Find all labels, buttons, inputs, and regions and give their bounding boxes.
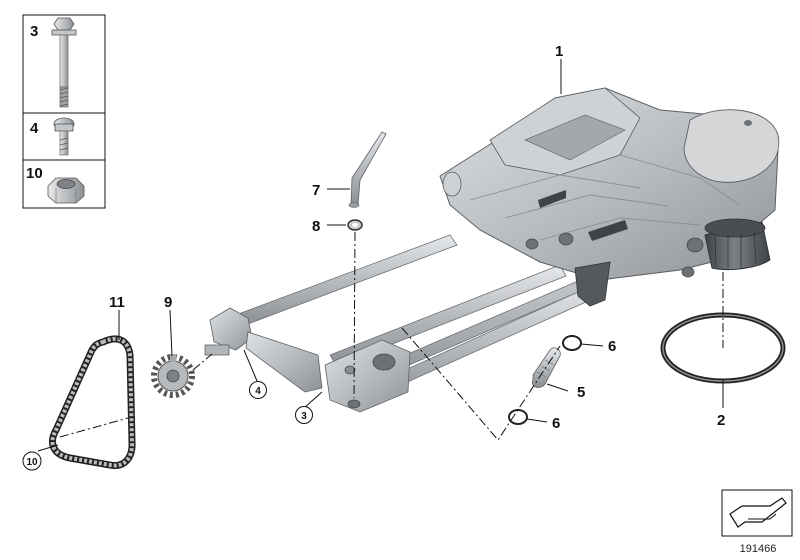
sealing-washer — [347, 219, 363, 231]
filter-housing — [704, 218, 771, 271]
callout-10-circle — [22, 451, 42, 471]
sprocket — [151, 354, 195, 398]
callout-labels: 1 2 3 4 5 6 6 7 8 9 10 11 — [22, 43, 725, 471]
parts-legend: 3 4 10 — [22, 14, 106, 209]
small-o-ring-upper — [562, 335, 582, 351]
direction-arrow-icon — [729, 497, 787, 528]
callout-9: 9 — [164, 294, 172, 311]
callout-4: 4 — [255, 386, 261, 397]
callout-2: 2 — [717, 412, 725, 429]
reference-number: 191466 — [740, 543, 777, 555]
callout-leaders — [37, 59, 724, 452]
legend-number-10: 10 — [26, 165, 43, 182]
timing-chain — [49, 335, 136, 470]
reference-box: 191466 — [721, 489, 793, 555]
callout-1: 1 — [555, 43, 563, 60]
callout-7: 7 — [312, 182, 320, 199]
legend-number-4: 4 — [30, 120, 39, 137]
small-o-ring-lower — [508, 409, 528, 425]
callout-8: 8 — [312, 218, 320, 235]
oil-pump-housing — [439, 87, 780, 307]
hex-nut-icon — [47, 177, 85, 204]
callout-10: 10 — [26, 457, 38, 468]
assembly-lines — [59, 231, 724, 441]
callout-4-circle — [249, 381, 267, 399]
callout-6-lower: 6 — [552, 415, 560, 432]
callout-3-circle — [295, 406, 313, 424]
guide-tube — [348, 131, 387, 208]
callout-3: 3 — [301, 411, 307, 422]
callout-11: 11 — [109, 294, 125, 311]
callout-5: 5 — [577, 384, 585, 401]
short-bolt-icon — [53, 117, 75, 156]
legend-number-3: 3 — [30, 23, 38, 40]
callout-6-upper: 6 — [608, 338, 616, 355]
bolt-icon — [51, 17, 77, 108]
